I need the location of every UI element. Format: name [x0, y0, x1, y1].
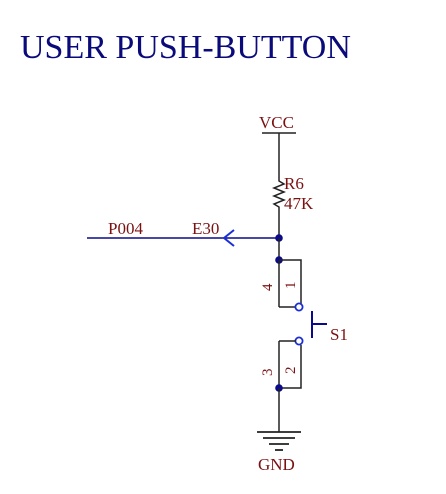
resistor-value-label: 47K	[284, 194, 314, 213]
switch-contact-upper	[294, 302, 304, 312]
resistor-ref-label: R6	[284, 174, 304, 193]
pin-2-label: 2	[283, 367, 299, 375]
vcc-power-symbol: VCC	[259, 113, 296, 176]
pin-1-label: 1	[283, 282, 299, 290]
switch-upper-lead	[279, 259, 302, 307]
vcc-label: VCC	[259, 113, 294, 132]
resistor-zigzag	[271, 176, 287, 212]
switch-contact-lower	[294, 336, 304, 346]
switch-s1: 4 1 S1 3 2	[260, 238, 348, 392]
port-name-label: E30	[192, 219, 219, 238]
ground-symbol: GND	[257, 388, 301, 474]
switch-ref-label: S1	[330, 325, 348, 344]
port-arrow-icon	[222, 229, 235, 247]
diagram-title: USER PUSH-BUTTON	[20, 29, 351, 66]
resistor-r6: R6 47K	[271, 174, 314, 238]
pin-4-label: 4	[260, 283, 276, 291]
net-name-label: P004	[108, 219, 143, 238]
net-p004: P004 E30	[87, 219, 283, 247]
pin-3-label: 3	[260, 369, 276, 377]
switch-lower-lead	[279, 345, 302, 389]
gnd-label: GND	[258, 455, 295, 474]
